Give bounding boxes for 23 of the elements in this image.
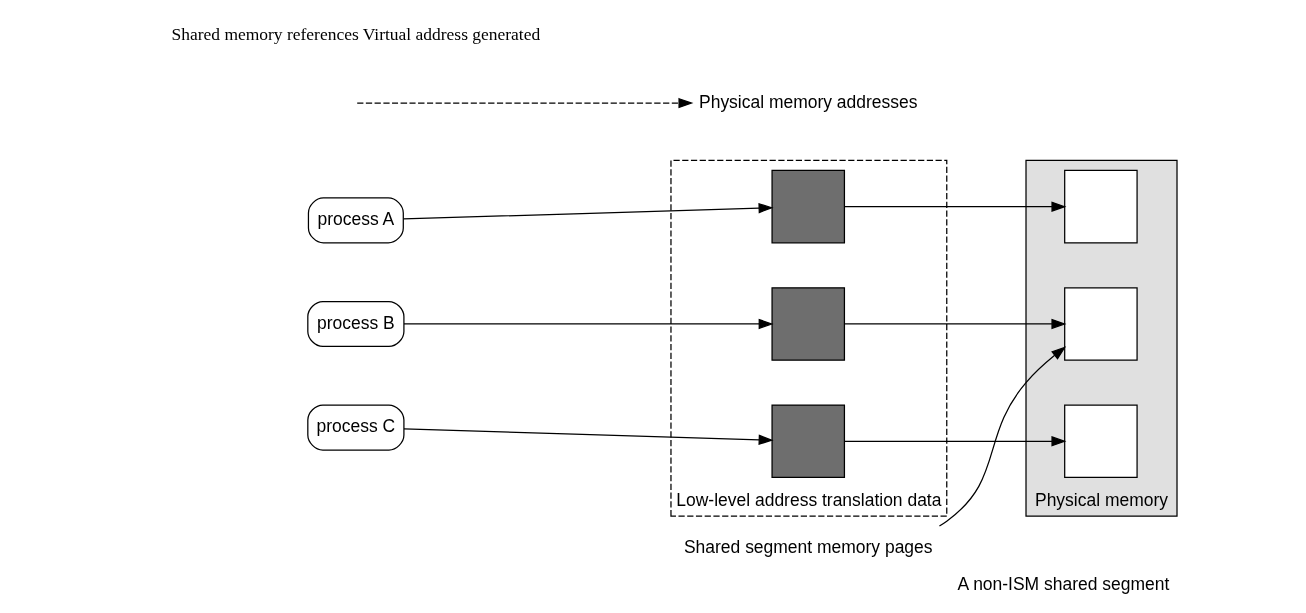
node-box: process C bbox=[306, 404, 405, 451]
cluster: Low-level address translation data bbox=[669, 159, 947, 517]
node-text: Physical memory addresses bbox=[698, 91, 917, 112]
arrow bbox=[402, 318, 774, 330]
node-box: process A bbox=[307, 197, 404, 244]
arrow bbox=[402, 428, 774, 446]
node-box bbox=[770, 287, 845, 361]
cluster: Physical memory bbox=[1024, 159, 1178, 517]
node-box: process B bbox=[306, 300, 405, 348]
arrow bbox=[843, 318, 1066, 330]
arrow bbox=[843, 436, 1066, 447]
caption: A non-ISM shared segment bbox=[957, 574, 1169, 595]
node-box bbox=[770, 404, 845, 479]
arrow bbox=[356, 97, 693, 109]
arrow bbox=[843, 201, 1066, 212]
node-box bbox=[1063, 169, 1138, 244]
arrow bbox=[938, 346, 1066, 527]
node-box bbox=[1063, 404, 1138, 479]
label: Shared memory references Virtual address generated bbox=[171, 24, 540, 45]
node-box bbox=[770, 169, 845, 244]
node-box bbox=[1063, 287, 1138, 361]
arrow bbox=[402, 202, 774, 220]
node-text: Shared segment memory pages bbox=[683, 537, 933, 558]
